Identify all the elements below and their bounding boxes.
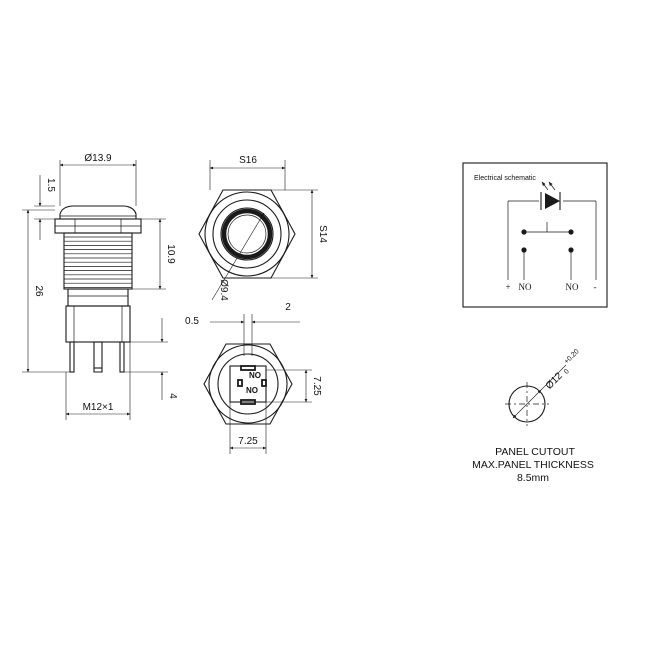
dim-total-length: 26	[33, 285, 44, 297]
terminal-pin-1	[240, 365, 256, 371]
terminal-base	[65, 305, 131, 343]
cutout-tolerance-lower: 0	[563, 368, 571, 376]
electrical-schematic: Electrical schematic + NO NO -	[462, 162, 608, 308]
dim-pin-length: 4	[167, 393, 178, 399]
led-symbol	[545, 193, 560, 209]
schematic-frame	[462, 162, 608, 308]
schematic-no-right: NO	[566, 282, 579, 292]
cutout-title: PANEL CUTOUT	[495, 446, 575, 458]
side-view: Ø13.9 1.5 10.9 26 M12×1 4	[22, 153, 178, 420]
cutout-thickness-value: 8.5mm	[517, 472, 549, 484]
pin-mid	[93, 341, 103, 369]
dim-head-diameter: Ø13.9	[84, 153, 112, 164]
rear-view: NO NO 0.5 2 7.25 7.25	[185, 302, 322, 454]
dim-thread-length: 10.9	[165, 244, 176, 264]
dim-offset-b: 2	[285, 302, 291, 313]
cutout-diameter: Ø12	[544, 370, 565, 391]
hex-nut-rear	[203, 343, 293, 425]
dim-flat-size: S14	[317, 225, 328, 243]
front-view: S16 S14 Ø9.4	[198, 155, 328, 301]
dim-ring-diameter: Ø9.4	[218, 279, 229, 301]
dim-offset-a: 0.5	[185, 316, 199, 327]
dim-head-height: 1.5	[45, 178, 56, 192]
pin-right	[119, 341, 125, 373]
lower-housing	[67, 288, 129, 307]
terminal-pin-2	[237, 379, 243, 387]
terminal-label-2: NO	[246, 386, 258, 395]
schematic-plus: +	[505, 282, 510, 292]
thread-lines	[64, 236, 132, 288]
bezel-head	[59, 205, 137, 220]
terminal-pin-4	[240, 399, 256, 405]
terminal-label-1: NO	[249, 371, 261, 380]
dim-terminal-spacing-h: 7.25	[238, 436, 258, 447]
dim-thread-spec: M12×1	[83, 402, 114, 413]
dim-hex-size: S16	[239, 155, 257, 166]
dim-terminal-spacing-v: 7.25	[311, 376, 322, 396]
schematic-title: Electrical schematic	[474, 175, 536, 182]
cutout-tolerance-upper: +0.20	[563, 348, 581, 366]
terminal-pin-3	[261, 379, 267, 387]
led-ring	[220, 207, 274, 261]
cutout-thickness-label: MAX.PANEL THICKNESS	[472, 459, 594, 471]
schematic-no-left: NO	[519, 282, 532, 292]
pin-left	[69, 341, 75, 373]
schematic-minus: -	[594, 282, 597, 292]
panel-cutout: Ø12 +0.20 0 PANEL CUTOUT MAX.PANEL THICK…	[472, 348, 594, 484]
